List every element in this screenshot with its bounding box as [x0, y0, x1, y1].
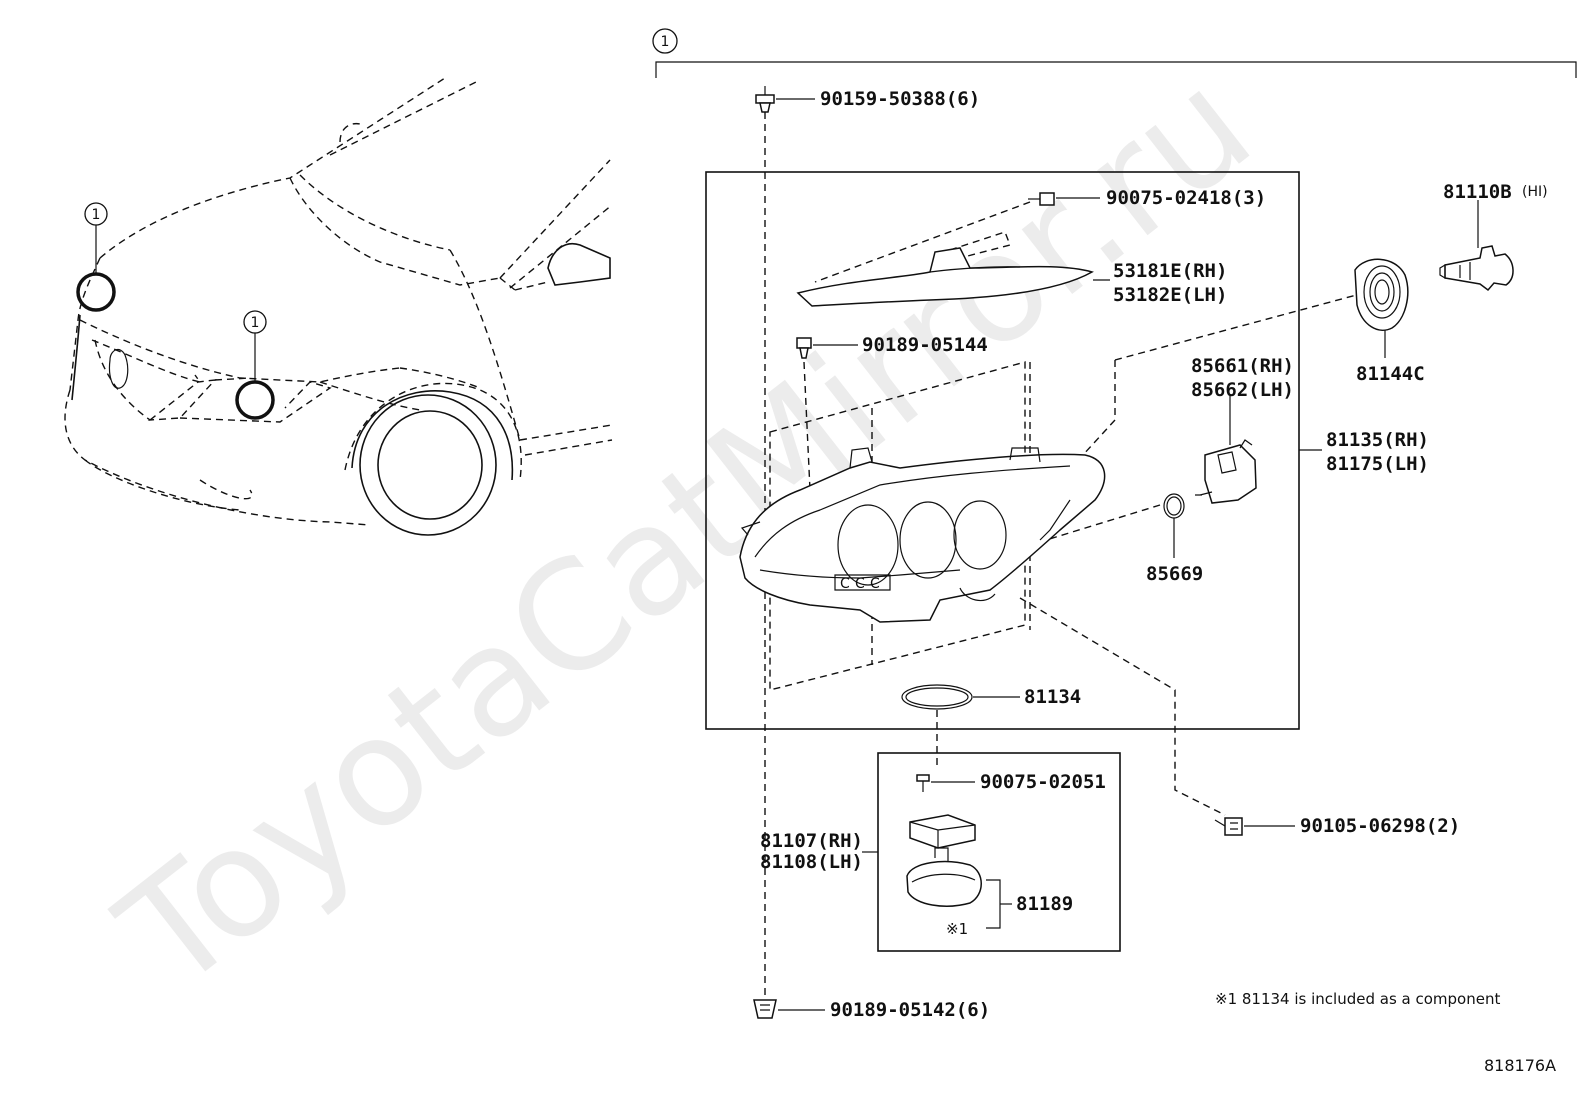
- bolt-icon: [753, 999, 777, 1019]
- diagram-code: 818176A: [1484, 1056, 1556, 1075]
- label-screw-ecu: 90075-02051: [980, 771, 1106, 793]
- assembly-bracket: 1: [652, 28, 1577, 78]
- label-actuator-rh: 85661(RH): [1191, 355, 1294, 377]
- footnote: ※1 81134 is included as a component: [1215, 990, 1500, 1008]
- label-bulb: 81110B: [1443, 181, 1512, 203]
- label-oring-small: 85669: [1146, 563, 1203, 585]
- callout-circle-icon: 1: [84, 202, 108, 226]
- bulb-icon: [1439, 245, 1514, 292]
- callout-circle-icon: 1: [652, 28, 678, 54]
- headlamp-icon: C C C: [739, 447, 1106, 623]
- label-bracket: 81189: [1016, 893, 1073, 915]
- socket-cap-icon: [1354, 258, 1409, 331]
- svg-text:C: C: [870, 576, 880, 592]
- o-ring-icon: [1163, 493, 1185, 519]
- bolt-icon: [1214, 817, 1243, 836]
- screw-icon: [1028, 192, 1055, 206]
- label-actuator-lh: 85662(LH): [1191, 379, 1294, 401]
- watermark: ToyotaCatMirror.ru: [89, 38, 1282, 1024]
- headlamp-location-marker: [76, 272, 116, 312]
- label-ecu-lh: 81108(LH): [760, 851, 863, 873]
- svg-text:1: 1: [661, 34, 670, 50]
- svg-text:C: C: [840, 576, 850, 592]
- headlamp-location-marker: [235, 380, 275, 420]
- svg-text:C: C: [855, 576, 865, 592]
- label-bolt-top: 90159-50388(6): [820, 88, 980, 110]
- bolt-icon: [755, 86, 775, 113]
- label-screw-small: 90075-02418(3): [1106, 187, 1266, 209]
- label-headlamp-rh: 81135(RH): [1326, 429, 1429, 451]
- label-bolt-mid: 90189-05144: [862, 334, 988, 356]
- actuator-icon: [1195, 439, 1257, 504]
- headlamp-cover-strip: [796, 247, 1094, 307]
- label-cover-rh: 53181E(RH): [1113, 260, 1227, 282]
- label-bolt-bottom: 90189-05142(6): [830, 999, 990, 1021]
- label-socket-cap: 81144C: [1356, 363, 1425, 385]
- svg-text:1: 1: [251, 315, 260, 331]
- bolt-icon: [796, 337, 812, 359]
- ecu-icon: [909, 814, 976, 849]
- label-cover-lh: 53182E(LH): [1113, 284, 1227, 306]
- label-bulb-suffix: (HI): [1522, 184, 1548, 200]
- callout-circle-icon: 1: [243, 310, 267, 334]
- bracket-icon: [906, 847, 982, 907]
- label-ecu-rh: 81107(RH): [760, 830, 863, 852]
- screw-icon: [916, 774, 930, 792]
- label-bolt-side: 90105-06298(2): [1300, 815, 1460, 837]
- o-ring-icon: [901, 684, 973, 710]
- label-gasket: 81134: [1024, 686, 1081, 708]
- label-headlamp-lh: 81175(LH): [1326, 453, 1429, 475]
- svg-text:1: 1: [92, 207, 101, 223]
- car-front-view: 1 1: [64, 77, 613, 536]
- label-bracket-note: ※1: [946, 920, 968, 938]
